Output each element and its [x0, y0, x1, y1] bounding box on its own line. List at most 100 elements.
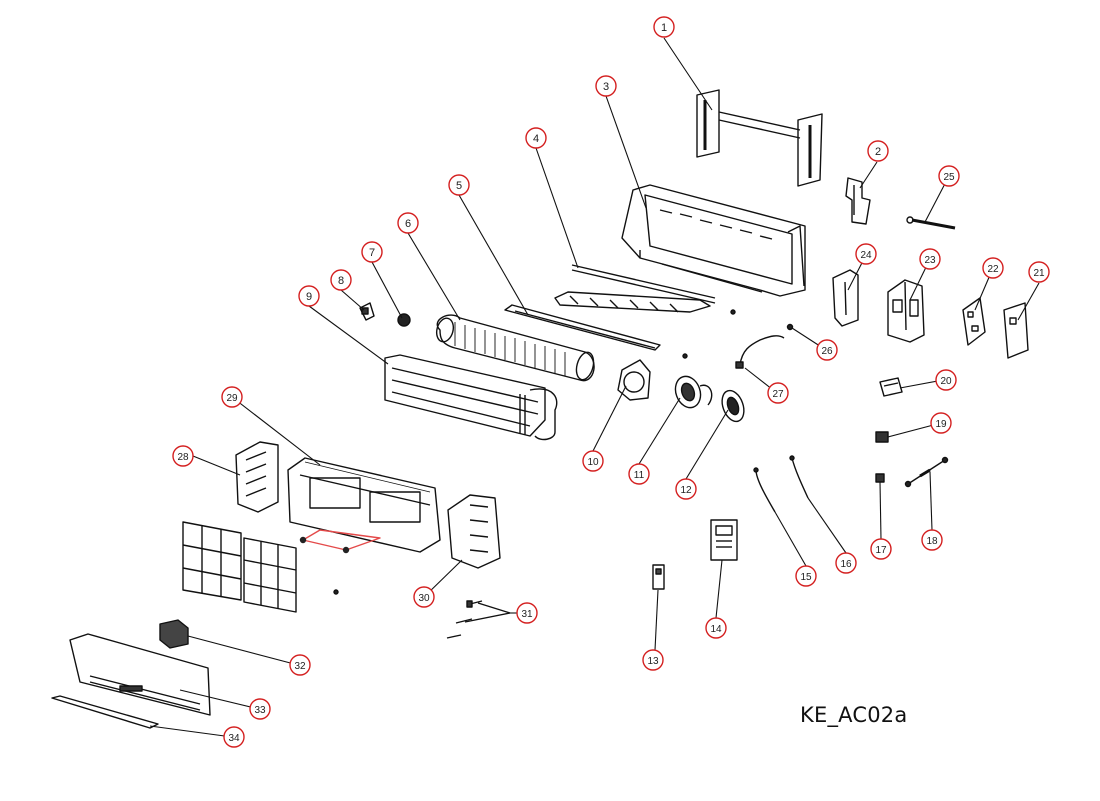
callout-circle [595, 75, 617, 97]
callout-label: 5 [456, 180, 462, 192]
callout-label: 22 [987, 264, 999, 275]
callout-29: 29 [221, 386, 243, 408]
callout-circle [413, 586, 435, 608]
callout-label: 34 [228, 733, 240, 744]
small-screw [333, 589, 339, 595]
callout-13: 13 [642, 649, 664, 671]
part-6-crossflow-fan [435, 314, 595, 382]
callout-label: 6 [405, 218, 411, 230]
callout-27: 27 [767, 382, 789, 404]
callout-circle [795, 565, 817, 587]
callout-label: 14 [710, 624, 722, 635]
callout-18: 18 [921, 529, 943, 551]
callout-circle [397, 212, 419, 234]
callout-21: 21 [1028, 261, 1050, 283]
callout-label: 16 [840, 559, 852, 570]
callout-label: 12 [680, 485, 692, 496]
callout-group: 1234567891011121314151617181920212223242… [172, 16, 1050, 748]
callout-label: 2 [875, 146, 881, 158]
callout-circle [705, 617, 727, 639]
part-33-front-panel [69, 633, 211, 716]
callout-circle [628, 463, 650, 485]
callout-circle [938, 165, 960, 187]
callout-label: 15 [800, 572, 812, 583]
drawing-code: KE_AC02a [800, 703, 908, 727]
part-14-remote-holder [710, 519, 738, 561]
part-13-remote [652, 564, 665, 590]
screws-misc [682, 309, 736, 359]
part-1-mounting-plate [696, 89, 823, 187]
callout-8: 8 [330, 269, 352, 291]
callout-10: 10 [582, 450, 604, 472]
callout-label: 26 [821, 346, 833, 357]
part-3-chassis [621, 184, 806, 297]
part-4-louvers [554, 264, 716, 313]
part-22-pcb [962, 297, 986, 346]
part-30-right-cover [447, 494, 501, 569]
callout-circle [516, 602, 538, 624]
part-18-cable [904, 456, 949, 488]
part-8-bearing-seat [359, 302, 375, 321]
callout-label: 28 [177, 452, 189, 463]
callout-17: 17 [870, 538, 892, 560]
callout-15: 15 [795, 565, 817, 587]
callout-circle [525, 127, 547, 149]
part-19-terminal [875, 431, 889, 443]
callout-label: 25 [943, 172, 955, 183]
callout-label: 19 [935, 419, 947, 430]
callout-circle [767, 382, 789, 404]
assembly-lines [299, 529, 381, 554]
part-27-wire-harness [735, 335, 785, 369]
part-28-left-cover [235, 441, 279, 513]
callout-14: 14 [705, 617, 727, 639]
part-20-terminal-holder [879, 377, 903, 397]
callout-circle [653, 16, 675, 38]
callout-6: 6 [397, 212, 419, 234]
callout-4: 4 [525, 127, 547, 149]
part-24-box-cover [832, 269, 859, 327]
callout-circle [816, 339, 838, 361]
callout-circle [642, 649, 664, 671]
callout-label: 30 [418, 593, 430, 604]
part-12-motor-cover [721, 389, 745, 423]
callout-circle [982, 257, 1004, 279]
callout-30: 30 [413, 586, 435, 608]
part-15-sensor-wire [753, 467, 776, 513]
part-26-screw [786, 323, 794, 331]
callout-circle [1028, 261, 1050, 283]
callout-34: 34 [223, 726, 245, 748]
part-11-fan-motor [674, 375, 713, 409]
callout-circle [223, 726, 245, 748]
callout-circle [870, 538, 892, 560]
callout-19: 19 [930, 412, 952, 434]
callout-label: 17 [875, 545, 887, 556]
callout-7: 7 [361, 241, 383, 263]
part-17-fuse [875, 473, 885, 483]
leader-lines [149, 37, 1040, 738]
part-7-bearing [397, 313, 411, 327]
callout-33: 33 [249, 698, 271, 720]
part-2-bracket [845, 177, 871, 225]
callout-12: 12 [675, 478, 697, 500]
part-16-sensor-wire [789, 455, 809, 499]
callout-23: 23 [919, 248, 941, 270]
callout-5: 5 [448, 174, 470, 196]
callout-label: 18 [926, 536, 938, 547]
part-31-screws [446, 600, 511, 639]
callout-label: 3 [603, 81, 609, 93]
callout-circle [221, 386, 243, 408]
part-23-electric-box [887, 279, 925, 343]
callout-32: 32 [289, 654, 311, 676]
callout-24: 24 [855, 243, 877, 265]
callout-circle [855, 243, 877, 265]
callout-label: 20 [940, 376, 952, 387]
callout-circle [921, 529, 943, 551]
air-filters [182, 521, 297, 613]
callout-31: 31 [516, 602, 538, 624]
callout-22: 22 [982, 257, 1004, 279]
part-25-pipe [906, 216, 956, 230]
callout-20: 20 [935, 369, 957, 391]
part-29-front-frame [287, 457, 441, 553]
callout-label: 13 [647, 656, 659, 667]
